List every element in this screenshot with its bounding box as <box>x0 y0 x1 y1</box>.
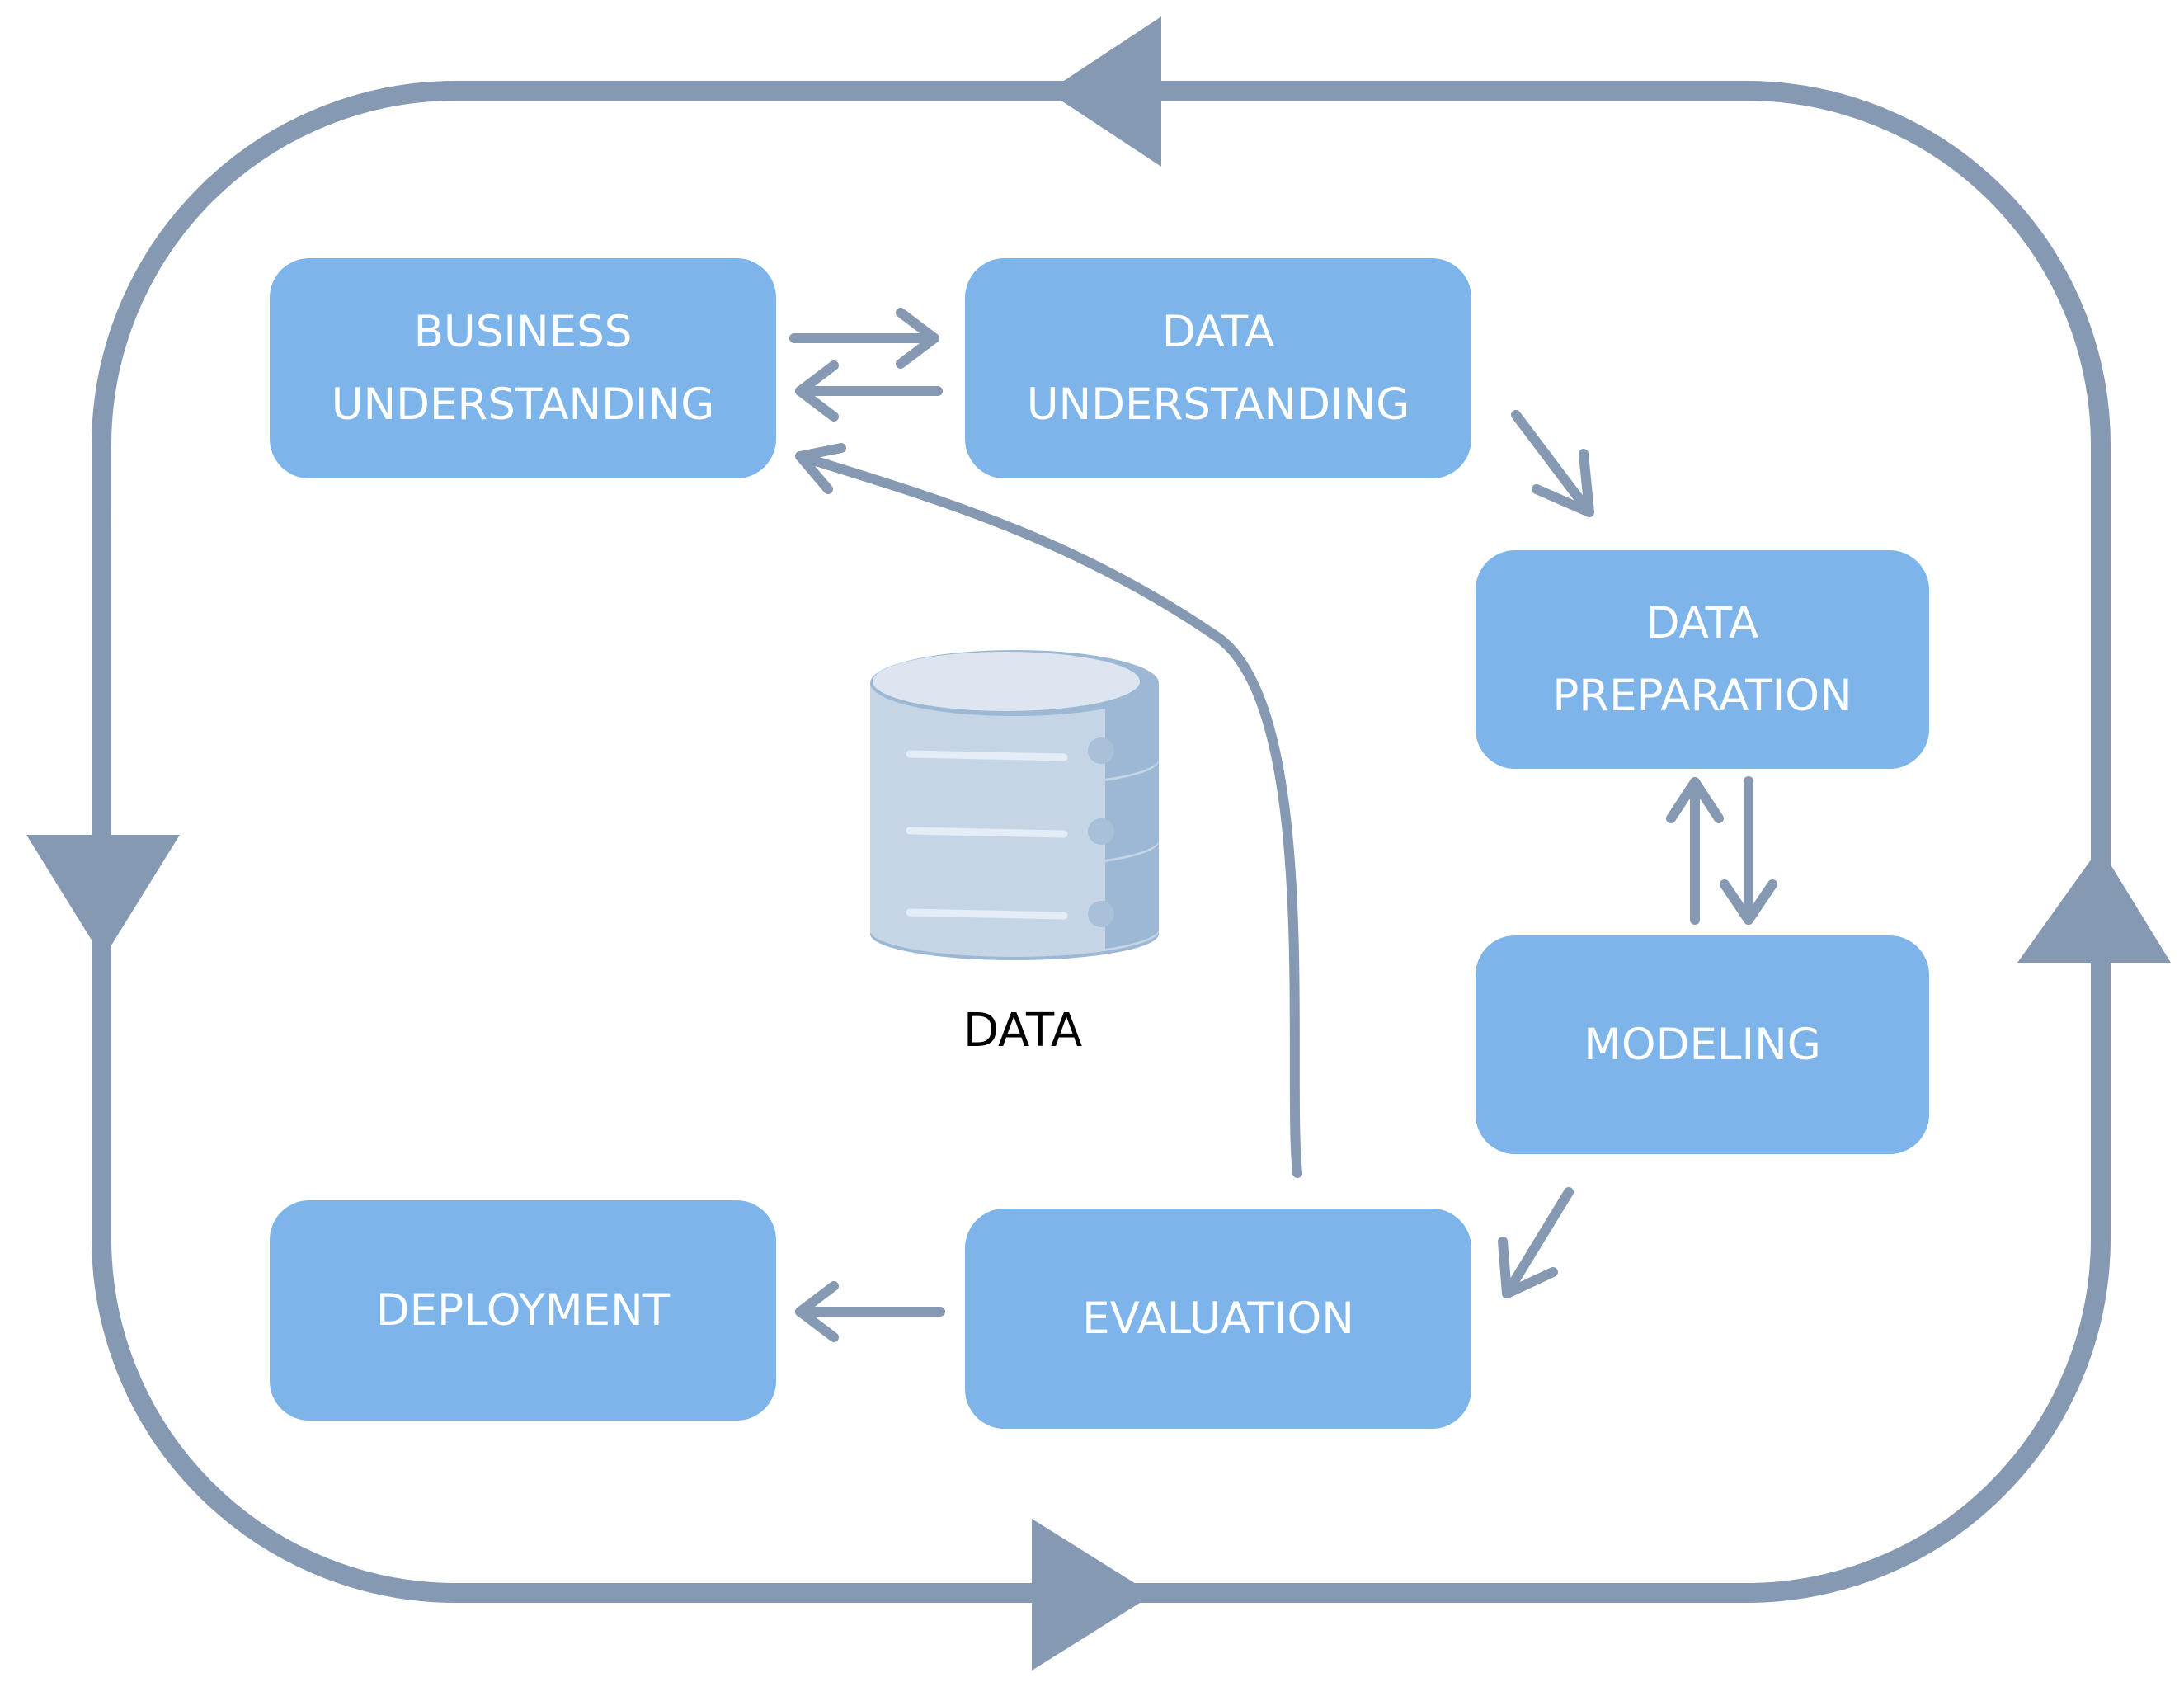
phase-data-understanding: DATA UNDERSTANDING <box>965 258 1471 478</box>
phase-data-preparation-line-2: PREPARATION <box>1552 670 1852 721</box>
arrow-modeling-to-evaluation-head <box>1498 1237 1558 1298</box>
phase-data-understanding-line-1: DATA <box>1161 306 1275 357</box>
phase-evaluation-label: EVALUATION <box>1082 1293 1354 1344</box>
outer-arrowhead-right <box>2017 847 2171 963</box>
arrow-understanding-to-preparation-head <box>1532 449 1594 517</box>
phase-modeling: MODELING <box>1476 935 1929 1154</box>
phase-deployment: DEPLOYMENT <box>270 1200 776 1421</box>
phase-evaluation: EVALUATION <box>965 1209 1471 1429</box>
arrow-business-to-data-head <box>896 308 939 369</box>
arrow-evaluation-to-deployment-head <box>795 1281 839 1342</box>
arrow-data-to-business-head <box>795 360 839 422</box>
phase-deployment-label: DEPLOYMENT <box>375 1284 671 1336</box>
arrow-evaluation-to-business-curve <box>795 451 1302 1178</box>
outer-arrowhead-left <box>26 835 180 959</box>
phase-business-understanding-line-1: BUSINESS <box>413 306 633 357</box>
arrow-evaluation-to-business-head <box>795 443 846 494</box>
arrow-understanding-to-preparation-shaft <box>1511 410 1594 517</box>
outer-arrowhead-top <box>1047 16 1161 167</box>
data-label: DATA <box>963 1004 1083 1058</box>
phase-data-understanding-line-2: UNDERSTANDING <box>1026 379 1410 430</box>
phase-modeling-label: MODELING <box>1584 1019 1821 1070</box>
phase-data-preparation: DATA PREPARATION <box>1476 550 1929 769</box>
outer-arrowhead-bottom <box>1032 1519 1153 1671</box>
database-icon <box>870 650 1159 960</box>
arrow-modeling-to-preparation-head <box>1666 777 1724 823</box>
phase-business-understanding-line-2: UNDERSTANDING <box>331 379 715 430</box>
phase-data-preparation-line-1: DATA <box>1645 597 1759 648</box>
phase-business-understanding: BUSINESS UNDERSTANDING <box>270 258 776 478</box>
arrow-modeling-to-evaluation-shaft <box>1502 1187 1574 1298</box>
arrow-preparation-to-modeling-head <box>1720 879 1777 925</box>
